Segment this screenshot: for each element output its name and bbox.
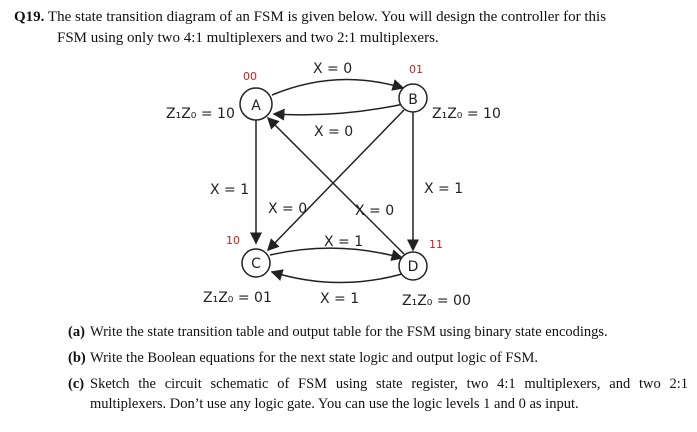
part-b-text: Write the Boolean equations for the next… <box>90 350 539 366</box>
part-a-text: Write the state transition table and out… <box>90 324 608 340</box>
state-c-code: 10 <box>226 234 240 247</box>
question-text-line2: FSM using only two 4:1 multiplexers and … <box>57 30 439 46</box>
arrow-c-to-d <box>269 247 404 261</box>
state-b: B <box>398 83 428 113</box>
label-b-to-d: X = 1 <box>424 181 463 197</box>
question-parts: (a) Write the state transition table and… <box>68 322 688 420</box>
arrow-a-to-b <box>271 78 405 96</box>
state-d-output: Z₁Z₀ = 00 <box>402 293 471 309</box>
part-b: (b) Write the Boolean equations for the … <box>68 348 688 368</box>
question-header: Q19. The state transition diagram of an … <box>14 7 689 49</box>
state-transition-diagram: A B C D 00 01 10 11 Z₁Z₀ = 10 Z₁Z₀ = 10 … <box>166 61 501 309</box>
arrow-b-to-c <box>266 109 405 252</box>
state-b-output: Z₁Z₀ = 10 <box>432 106 501 122</box>
question-number: Q19. <box>14 9 45 25</box>
state-d: D <box>398 251 428 281</box>
label-c-to-d: X = 1 <box>324 234 363 250</box>
question-text-line1: The state transition diagram of an FSM i… <box>47 9 607 25</box>
arrow-d-to-a <box>266 116 405 255</box>
state-a-label: A <box>251 98 261 114</box>
label-d-to-c: X = 1 <box>320 291 359 307</box>
state-b-code: 01 <box>409 63 423 76</box>
part-c-tag: (c) <box>68 376 85 392</box>
part-a: (a) Write the state transition table and… <box>68 322 688 342</box>
state-c-label: C <box>251 256 261 272</box>
label-a-to-b: X = 0 <box>313 61 352 77</box>
label-a-to-c: X = 1 <box>210 182 249 198</box>
part-c: (c) Sketch the circuit schematic of FSM … <box>68 374 688 414</box>
label-d-to-a: X = 0 <box>355 203 394 219</box>
state-c-output: Z₁Z₀ = 01 <box>203 290 272 306</box>
state-a-code: 00 <box>243 70 257 83</box>
state-b-label: B <box>408 92 418 108</box>
state-d-code: 11 <box>429 238 443 251</box>
label-b-to-a: X = 0 <box>314 124 353 140</box>
part-c-text: Sketch the circuit schematic of FSM usin… <box>90 376 688 412</box>
state-a: A <box>239 87 273 121</box>
arrow-d-to-c <box>270 269 403 284</box>
part-a-tag: (a) <box>68 324 85 340</box>
state-a-output: Z₁Z₀ = 10 <box>166 106 235 122</box>
state-d-label: D <box>408 259 419 275</box>
label-b-to-c: X = 0 <box>268 201 307 217</box>
arrow-b-to-a <box>272 103 405 121</box>
part-b-tag: (b) <box>68 350 86 366</box>
state-c: C <box>241 248 271 278</box>
